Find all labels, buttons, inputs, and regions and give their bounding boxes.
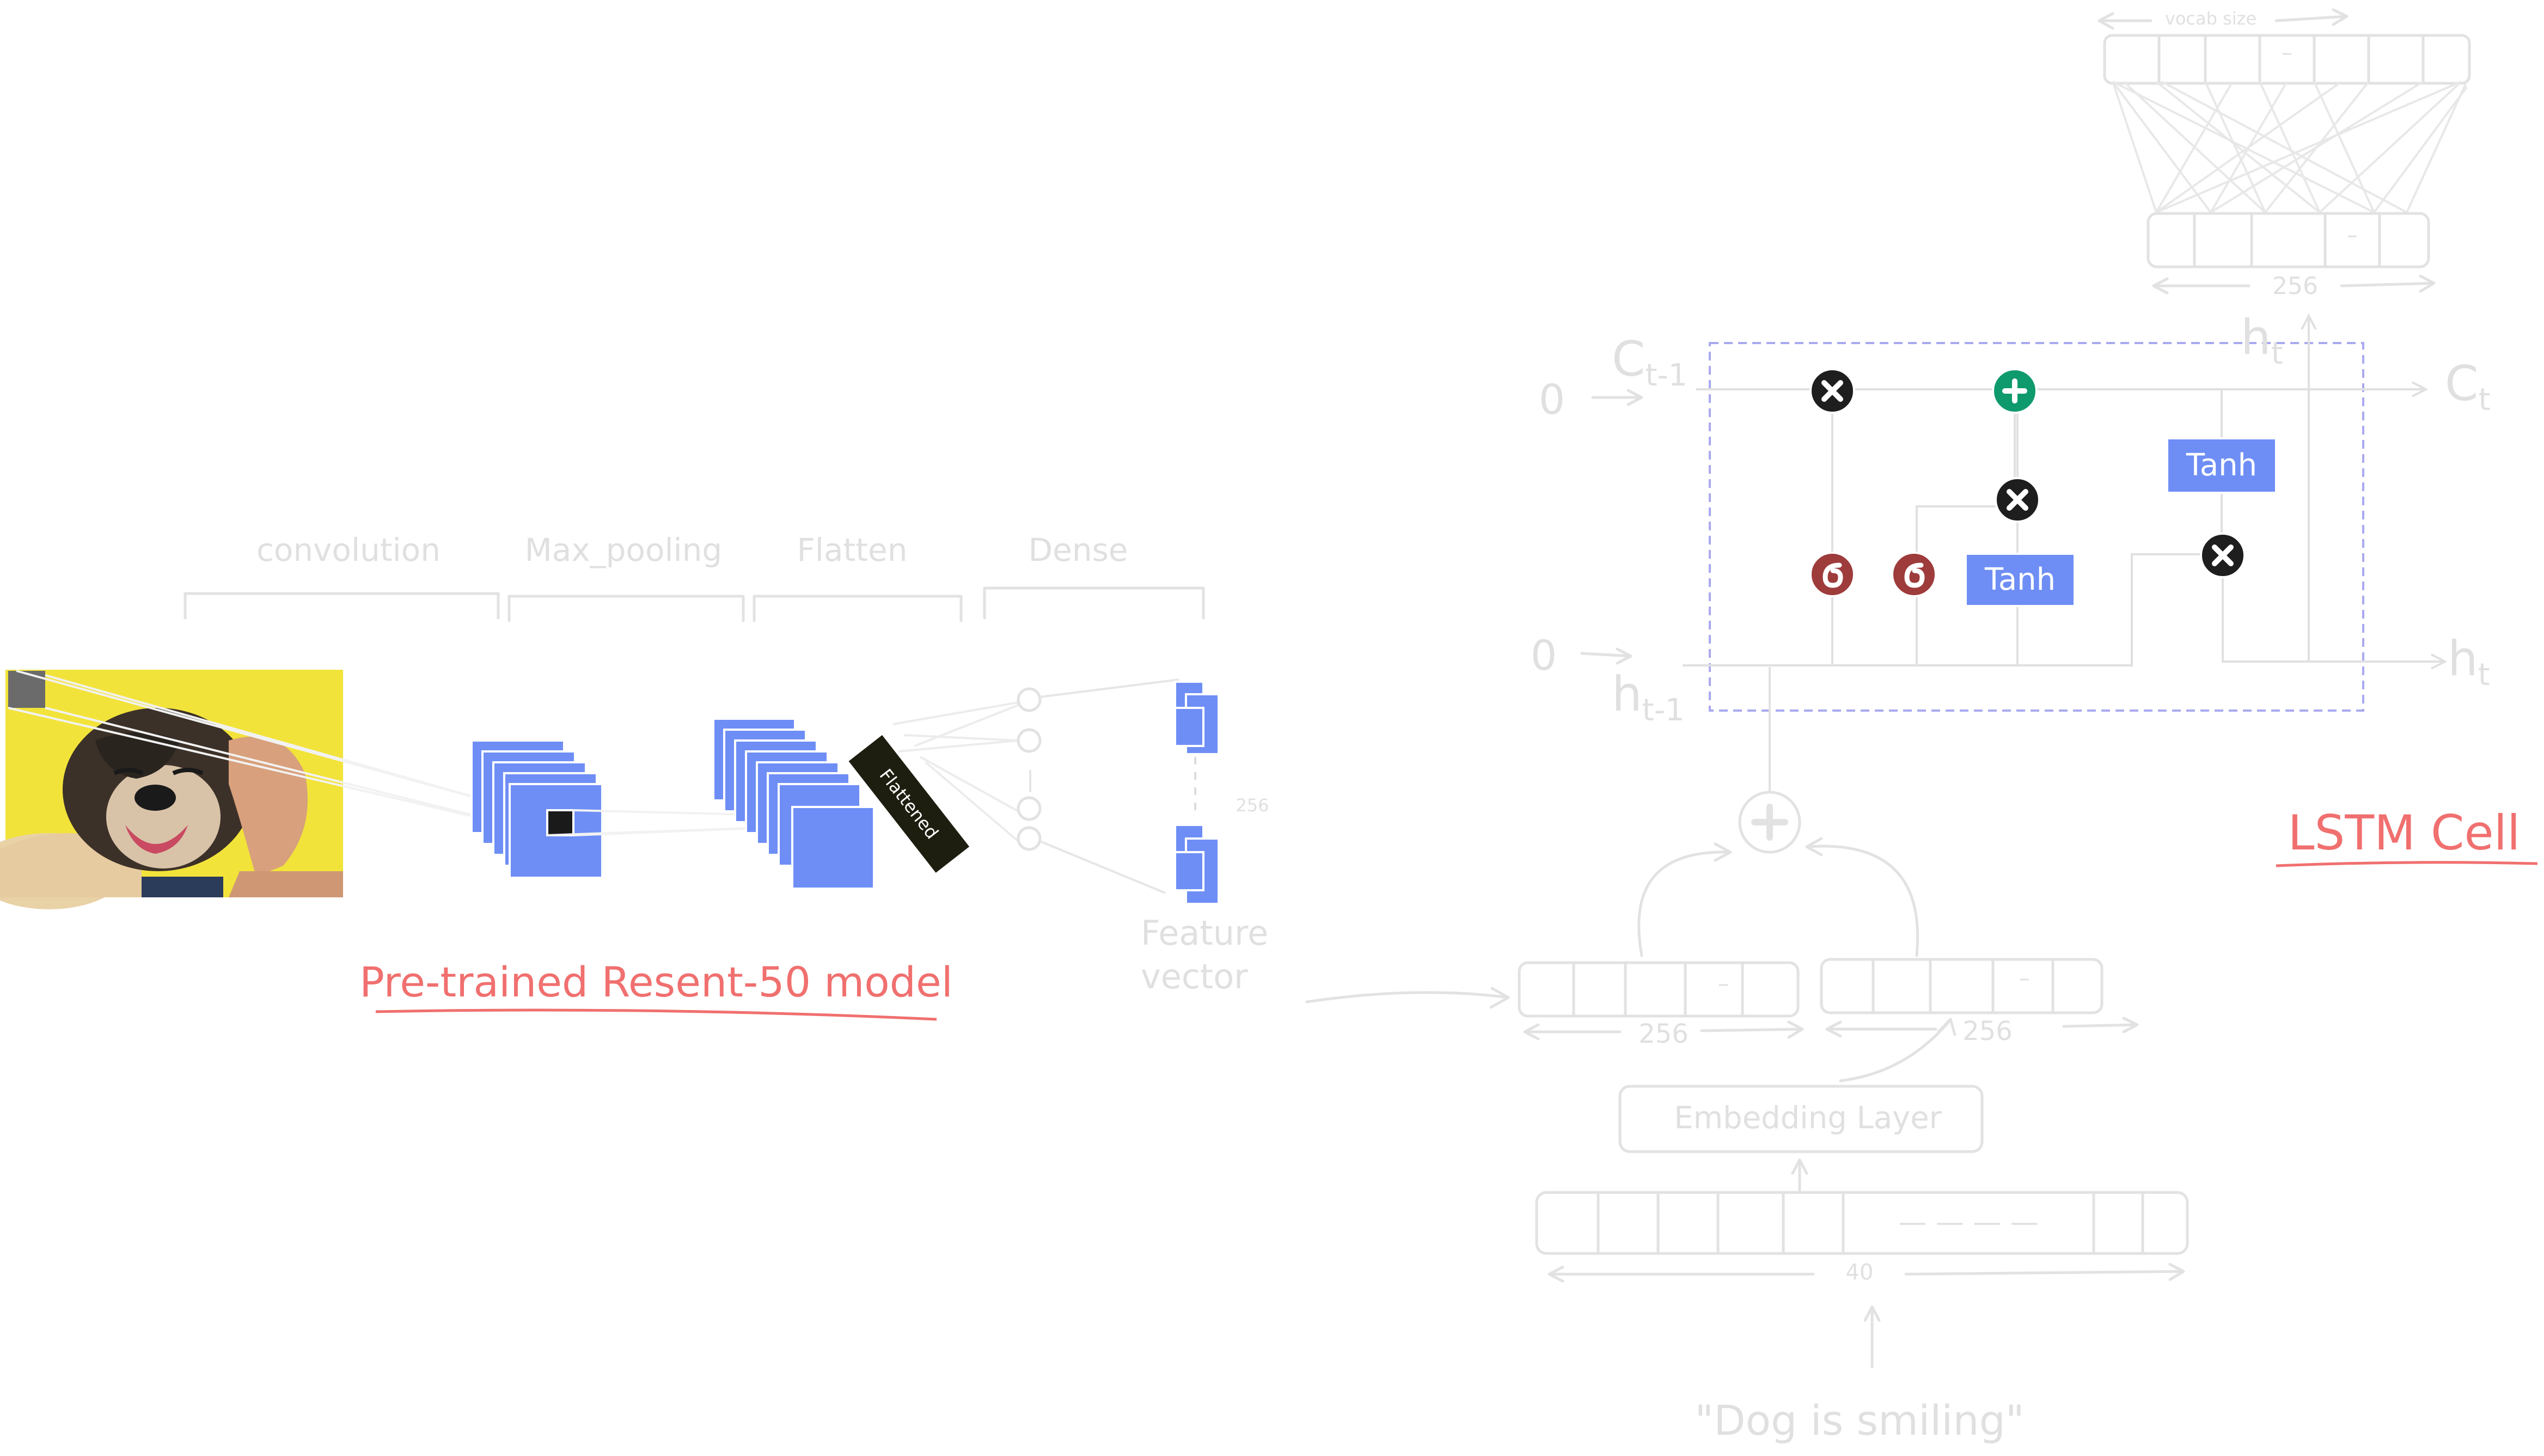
sigmoid-gate-input — [1891, 552, 1937, 597]
input-photo — [0, 670, 343, 909]
feature-to-decoder-arrow — [1305, 987, 1510, 1009]
bracket-convolution — [184, 592, 500, 620]
fully-connected-mesh — [2112, 81, 2468, 213]
plus-icon — [2002, 378, 2027, 403]
initial-hidden-arrow — [1580, 647, 1632, 665]
dense-neurons — [1017, 687, 1042, 851]
lstm-cell-border — [1709, 342, 2364, 712]
feature-to-adder-arrow — [1637, 842, 1732, 957]
lstm-caption-underline — [2276, 861, 2538, 867]
caption-to-sequence-arrow — [1863, 1305, 1881, 1368]
vocab-layer-dash: – — [2282, 40, 2292, 65]
vocab-size-label: vocab size — [2165, 8, 2256, 29]
sigma-icon — [1823, 562, 1843, 588]
cnn-encoder: convolution Max_pooling Flatten Dense — [0, 531, 1510, 1021]
stage-label-dense: Dense — [1028, 531, 1128, 568]
embedding-layer-label: Embedding Layer — [1674, 1100, 1942, 1136]
tanh-label-top: Tanh — [2186, 448, 2257, 483]
feature-vector-blocks — [1174, 681, 1220, 905]
hidden-vector-dash: – — [2347, 223, 2358, 248]
max-pooling-stack — [712, 718, 875, 890]
decoder-feature-vector: – 256 — [1518, 961, 1804, 1049]
model-caption: Pre-trained Resent-50 model — [359, 958, 953, 1006]
initial-cell-state-zero: 0 — [1539, 375, 1565, 424]
decoder-feature-size: 256 — [1638, 1019, 1689, 1049]
input-adder — [1738, 791, 1801, 854]
multiply-icon — [2007, 489, 2028, 511]
sequence-dashes: — — — — — [1898, 1206, 2039, 1239]
decoder-embedding-size: 256 — [1962, 1016, 2013, 1047]
lstm-cell-caption: LSTM Cell — [2288, 805, 2520, 861]
bracket-dense — [983, 586, 1205, 620]
embedding-to-adder-arrow — [1805, 837, 1919, 957]
bracket-max-pooling — [507, 595, 745, 622]
token-sequence-vector: — — — — 40 — [1535, 1191, 2189, 1285]
convolution-feature-maps — [470, 739, 603, 878]
feature-vector-label-line1: Feature — [1141, 913, 1268, 953]
embedding-to-vector-arrow — [1839, 1018, 1956, 1082]
tanh-block-input: Tanh — [1965, 553, 2076, 607]
stage-label-max-pooling: Max_pooling — [525, 531, 723, 568]
embedding-vector-dash: – — [2019, 966, 2030, 991]
feature-vector-dash: – — [1718, 971, 1729, 996]
dense-ellipsis: | — [1026, 767, 1034, 792]
multiply-gate-input — [1995, 477, 2040, 523]
hidden-state-prev-label: ht-1 — [1612, 666, 1685, 728]
hidden-vector-size: 256 — [2272, 272, 2318, 300]
dense-neuron — [1017, 728, 1042, 753]
sigma-icon — [1904, 562, 1925, 588]
stage-label-convolution: convolution — [256, 531, 441, 568]
flatten-to-dense-lines — [892, 701, 1019, 842]
input-caption-text: "Dog is smiling" — [1695, 1396, 2025, 1445]
multiply-gate-forget — [1809, 368, 1855, 414]
initial-hidden-state-zero: 0 — [1531, 631, 1557, 680]
tanh-block-cell: Tanh — [2166, 437, 2277, 494]
sequence-to-embedding-arrow — [1791, 1158, 1808, 1194]
dense-neuron — [1017, 826, 1042, 851]
decoder-embedding-vector: – 256 — [1820, 958, 2139, 1047]
add-gate-cell — [1992, 368, 2038, 414]
sequence-length-label: 40 — [1846, 1260, 1874, 1285]
feature-vector-label-line2: vector — [1141, 957, 1248, 996]
embedding-layer: Embedding Layer — [1618, 1085, 1984, 1153]
multiply-icon — [2212, 545, 2234, 566]
dense-to-feature-lines — [1039, 678, 1179, 894]
vocab-output-layer: vocab size – — [2097, 8, 2471, 85]
dense-neuron — [1017, 796, 1042, 821]
hidden-output-vector: – 256 — [2146, 212, 2436, 300]
dense-size-label: 256 — [1236, 795, 1269, 816]
convolution-projection-lines — [8, 670, 545, 834]
plus-icon — [1751, 804, 1788, 841]
cell-state-next-label: Ct — [2445, 356, 2490, 418]
multiply-gate-output — [2200, 533, 2246, 578]
cell-state-prev-label: Ct-1 — [1612, 331, 1687, 393]
sigmoid-gate-forget — [1809, 552, 1855, 597]
hidden-state-top-label: ht — [2241, 309, 2283, 371]
stage-label-flatten: Flatten — [797, 531, 908, 568]
multiply-icon — [1821, 380, 1843, 402]
hidden-state-next-label: ht — [2448, 631, 2490, 693]
dense-neuron — [1017, 687, 1042, 712]
lstm-decoder: vocab size – — [1518, 8, 2538, 1445]
initial-cell-arrow — [1591, 389, 1643, 406]
pooling-window — [546, 809, 574, 836]
bracket-flatten — [753, 595, 963, 622]
model-caption-underline — [375, 1008, 937, 1021]
tanh-label-bottom: Tanh — [1984, 562, 2056, 597]
